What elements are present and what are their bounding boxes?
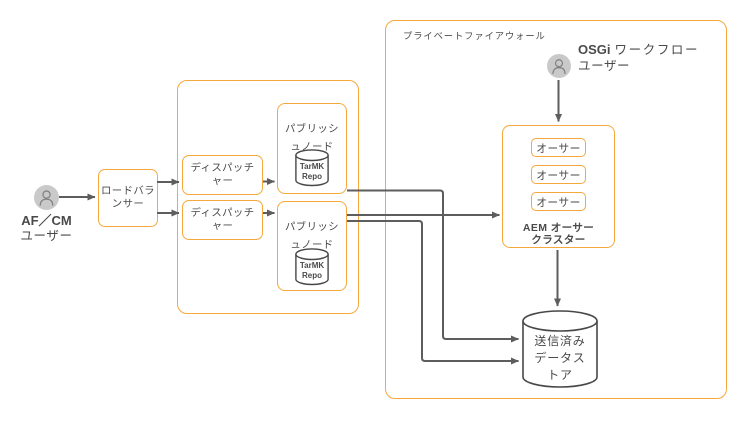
afcm-user-label: AF／CM ユーザー [6,213,87,244]
dispatcher-2-label: ディスパッチ ャー [190,208,255,232]
aem-author-cluster-caption: AEM オーサー クラスター [522,222,595,246]
tarmk-repo-1-label: TarMK Repo [299,162,325,181]
datastore-label: 送信済み データス トア [534,334,586,382]
load-balancer-box: ロードバラ ンサー [98,169,158,227]
tarmk-repo-2-cylinder-icon [295,248,329,286]
author-3-label: オーサー [536,196,581,209]
publish-node-1-box: パブリッシ ュノード TarMK Repo [277,103,347,194]
dispatcher-1-label: ディスパッチ ャー [190,163,255,187]
author-box-3: オーサー [531,192,586,211]
osgi-user-role-line1: ワークフロー [614,43,700,57]
aem-author-cluster-box: オーサー オーサー オーサー AEM オーサー クラスター [502,125,615,248]
author-2-label: オーサー [536,169,581,182]
publish-node-1-label: パブリッシ ュノード [285,124,339,153]
afcm-user-name: AF／CM [21,213,72,228]
datastore-cylinder-icon [522,310,598,388]
tarmk-repo-1-cylinder-icon [295,149,329,187]
dispatcher-1-box: ディスパッチ ャー [182,155,263,195]
osgi-user-person-icon [547,54,571,78]
load-balancer-label: ロードバラ ンサー [101,186,155,210]
publish-node-2-label: パブリッシ ュノード [285,222,339,251]
tarmk-repo-2-label: TarMK Repo [299,261,325,280]
author-1-label: オーサー [536,142,581,155]
author-box-1: オーサー [531,138,586,157]
osgi-user-name: OSGi [578,42,611,57]
private-firewall-label: プライベートファイアウォール [403,31,546,41]
dispatcher-2-box: ディスパッチ ャー [182,200,263,240]
afcm-user-person-icon [34,185,59,210]
osgi-user-role-line2: ユーザー [578,59,631,73]
publish-node-2-box: パブリッシ ュノード TarMK Repo [277,201,347,291]
afcm-user-role: ユーザー [20,229,73,243]
author-box-2: オーサー [531,165,586,184]
